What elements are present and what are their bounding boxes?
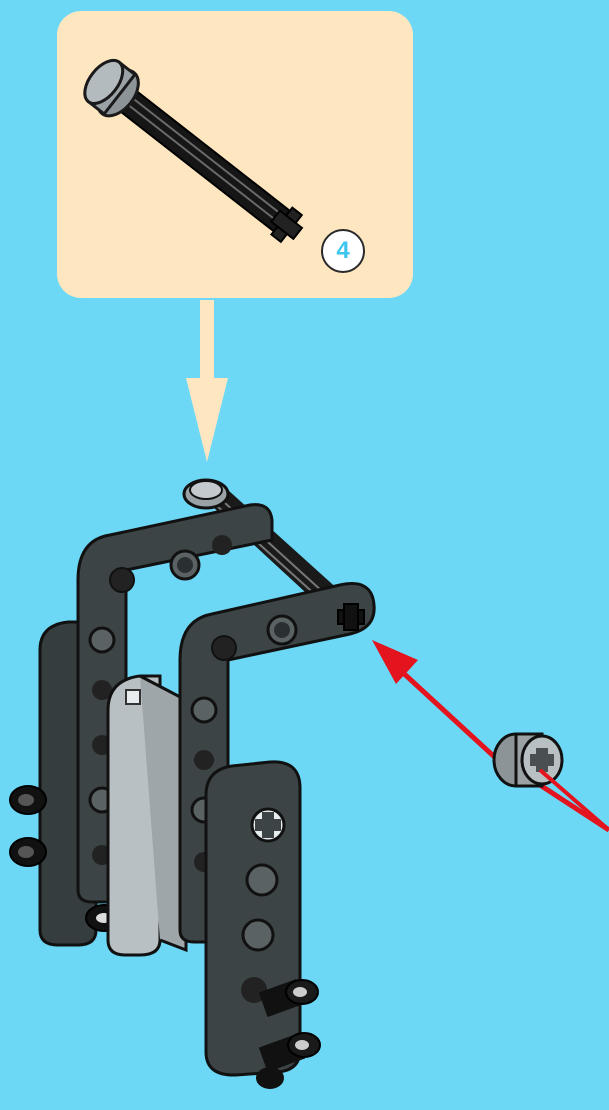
callout-arrow [186,300,228,462]
light-gray-liftarm-center [108,676,186,955]
bush-half [494,734,609,830]
dark-gray-liftarm-front [206,762,300,1075]
